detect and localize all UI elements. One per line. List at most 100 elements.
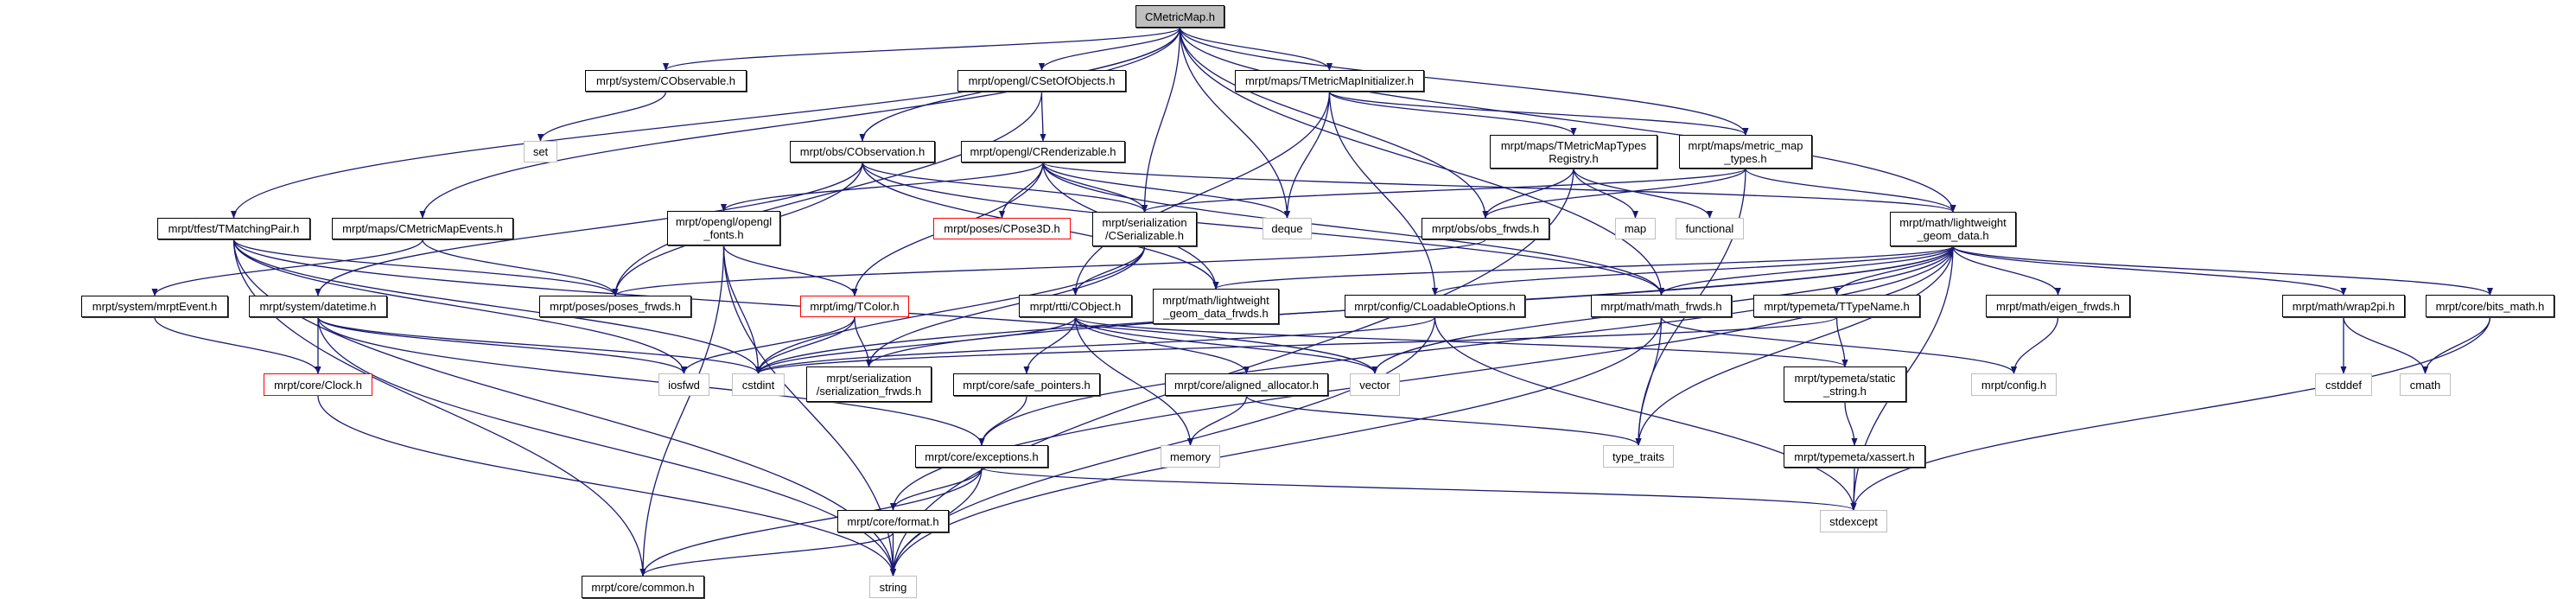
edge-fonts-to-TColor xyxy=(722,245,858,296)
edge-datetime-to-iosfwd xyxy=(317,316,687,374)
node-lgdf[interactable]: mrpt/math/lightweight _geom_data_frwds.h xyxy=(1153,289,1279,324)
node-iosfwd: iosfwd xyxy=(658,373,709,396)
edge-TTypeName-to-cstdint xyxy=(755,316,1838,374)
node-serfrwds[interactable]: mrpt/serialization /serialization_frwds.… xyxy=(806,366,932,402)
node-TColor[interactable]: mrpt/img/TColor.h xyxy=(800,296,909,317)
edge-CRenderizable-to-lgd xyxy=(1042,162,1956,213)
edge-lgd-to-eigen xyxy=(1952,245,2062,296)
edge-wrap2pi-to-cmath xyxy=(2343,316,2429,374)
edge-CSerializable-to-cstdint xyxy=(754,245,1146,374)
edge-CObservable-to-set xyxy=(537,91,667,142)
edge-aligned-to-memory xyxy=(1186,395,1248,446)
node-mrptEvent[interactable]: mrpt/system/mrptEvent.h xyxy=(81,296,228,317)
edge-datetime-to-cstdint xyxy=(317,316,761,374)
node-CSetOfObjects[interactable]: mrpt/opengl/CSetOfObjects.h xyxy=(957,70,1126,92)
edge-CObject-to-memory xyxy=(1074,316,1194,446)
edge-CMMEvents-to-poses_frwds xyxy=(422,239,619,296)
edge-TMatchingPair-to-iosfwd xyxy=(232,239,688,374)
edge-TColor-to-serfrwds xyxy=(854,316,873,367)
edge-mmtypes-to-lgd xyxy=(1745,168,1956,213)
edge-lgd-to-bits_math xyxy=(1952,245,2493,296)
node-datetime[interactable]: mrpt/system/datetime.h xyxy=(249,296,387,317)
edge-lgd-to-lgdf xyxy=(1212,245,1954,290)
node-Clock[interactable]: mrpt/core/Clock.h xyxy=(264,373,372,396)
node-poses_frwds[interactable]: mrpt/poses/poses_frwds.h xyxy=(539,296,691,317)
node-math_frwds[interactable]: mrpt/math/math_frwds.h xyxy=(1591,295,1732,317)
edge-lgd-to-type_traits xyxy=(1635,245,1954,446)
edge-lgd-to-TTypeName xyxy=(1833,245,1954,296)
edge-format-to-common xyxy=(639,532,894,577)
node-vector: vector xyxy=(1350,373,1400,396)
node-TTypeName[interactable]: mrpt/typemeta/TTypeName.h xyxy=(1753,295,1920,317)
node-cstdint: cstdint xyxy=(732,373,785,396)
node-bits_math[interactable]: mrpt/core/bits_math.h xyxy=(2426,295,2554,317)
node-wrap2pi[interactable]: mrpt/math/wrap2pi.h xyxy=(2282,295,2405,317)
edge-root-to-obs_frwds xyxy=(1179,27,1489,219)
node-CMMEvents[interactable]: mrpt/maps/CMetricMapEvents.h xyxy=(332,218,513,239)
node-TMMTR[interactable]: mrpt/maps/TMetricMapTypes Registry.h xyxy=(1490,135,1657,169)
edge-lgd-to-exceptions xyxy=(978,245,1954,446)
node-lgd[interactable]: mrpt/math/lightweight _geom_data.h xyxy=(1890,212,2016,246)
node-cstddef: cstddef xyxy=(2315,373,2372,396)
node-format[interactable]: mrpt/core/format.h xyxy=(837,510,949,532)
edge-CObservation-to-datetime xyxy=(315,162,863,296)
node-CPose3D[interactable]: mrpt/poses/CPose3D.h xyxy=(933,218,1071,239)
node-safe_ptr[interactable]: mrpt/core/safe_pointers.h xyxy=(953,373,1100,396)
edge-CObject-to-aligned xyxy=(1074,316,1250,374)
edge-fonts-to-cstdint xyxy=(722,245,762,374)
edge-root-to-CSerializable xyxy=(1141,27,1181,213)
edge-exceptions-to-stdexcept xyxy=(981,467,1857,511)
node-exceptions[interactable]: mrpt/core/exceptions.h xyxy=(915,445,1048,468)
node-CObservable[interactable]: mrpt/system/CObservable.h xyxy=(585,70,747,92)
edge-lgd-to-math_frwds xyxy=(1658,245,1954,296)
edge-CRenderizable-to-CSerializable xyxy=(1042,162,1148,213)
edge-CSerializable-to-CObject xyxy=(1072,245,1146,296)
edge-exceptions-to-format xyxy=(889,467,983,511)
edge-root-to-CMMEvents xyxy=(419,27,1181,219)
edge-CRenderizable-to-fonts xyxy=(721,162,1044,212)
node-CRenderizable[interactable]: mrpt/opengl/CRenderizable.h xyxy=(961,141,1125,162)
edge-safe_ptr-to-exceptions xyxy=(978,395,1027,446)
edge-TMMI-to-mmtypes xyxy=(1328,91,1749,136)
node-xassert[interactable]: mrpt/typemeta/xassert.h xyxy=(1784,445,1925,468)
node-static_string[interactable]: mrpt/typemeta/static _string.h xyxy=(1784,366,1906,402)
node-root[interactable]: CMetricMap.h xyxy=(1135,5,1224,28)
node-common[interactable]: mrpt/core/common.h xyxy=(582,576,704,598)
edge-TMMI-to-TMMTR xyxy=(1328,91,1577,136)
edge-root-to-lgd xyxy=(1179,27,1956,213)
edge-CLoadable-to-stdexcept xyxy=(1434,316,1857,511)
node-obs_frwds[interactable]: mrpt/obs/obs_frwds.h xyxy=(1422,218,1549,239)
edge-mrptEvent-to-Clock xyxy=(154,316,321,374)
edge-CObservation-to-CSerializable xyxy=(862,162,1148,213)
node-CObject[interactable]: mrpt/rtti/CObject.h xyxy=(1019,295,1132,317)
node-cmath: cmath xyxy=(2400,373,2451,396)
node-fonts[interactable]: mrpt/opengl/opengl _fonts.h xyxy=(667,211,780,245)
edge-CObject-to-vector xyxy=(1074,316,1378,374)
node-string: string xyxy=(869,576,917,598)
edge-CSetOfObjects-to-poses_frwds xyxy=(612,91,1043,296)
edge-obs_frwds-to-poses_frwds xyxy=(612,239,1486,296)
edge-root-to-TMatchingPair xyxy=(230,27,1181,219)
node-aligned[interactable]: mrpt/core/aligned_allocator.h xyxy=(1165,373,1328,396)
node-eigen[interactable]: mrpt/math/eigen_frwds.h xyxy=(1986,295,2130,317)
edge-CObject-to-cstdint xyxy=(755,316,1077,374)
node-set: set xyxy=(524,141,557,162)
node-deque: deque xyxy=(1263,218,1312,239)
node-memory: memory xyxy=(1161,445,1220,468)
edge-root-to-math_frwds xyxy=(1179,27,1665,296)
edge-CRenderizable-to-deque xyxy=(1042,162,1291,219)
node-TMatchingPair[interactable]: mrpt/tfest/TMatchingPair.h xyxy=(157,218,310,239)
node-CObservation[interactable]: mrpt/obs/CObservation.h xyxy=(790,141,935,162)
node-TMMI[interactable]: mrpt/maps/TMetricMapInitializer.h xyxy=(1235,70,1424,92)
edge-math_frwds-to-config xyxy=(1660,316,2017,374)
node-mmtypes[interactable]: mrpt/maps/metric_map _types.h xyxy=(1679,135,1812,169)
node-CSerializable[interactable]: mrpt/serialization /CSerializable.h xyxy=(1092,212,1197,246)
node-type_traits: type_traits xyxy=(1603,445,1674,468)
edge-math_frwds-to-type_traits xyxy=(1635,316,1663,446)
edge-lgd-to-wrap2pi xyxy=(1952,245,2347,296)
edge-CLoadable-to-cstdint xyxy=(755,316,1436,374)
node-CLoadable[interactable]: mrpt/config/CLoadableOptions.h xyxy=(1345,295,1525,317)
edge-TMMTR-to-functional xyxy=(1573,168,1714,219)
